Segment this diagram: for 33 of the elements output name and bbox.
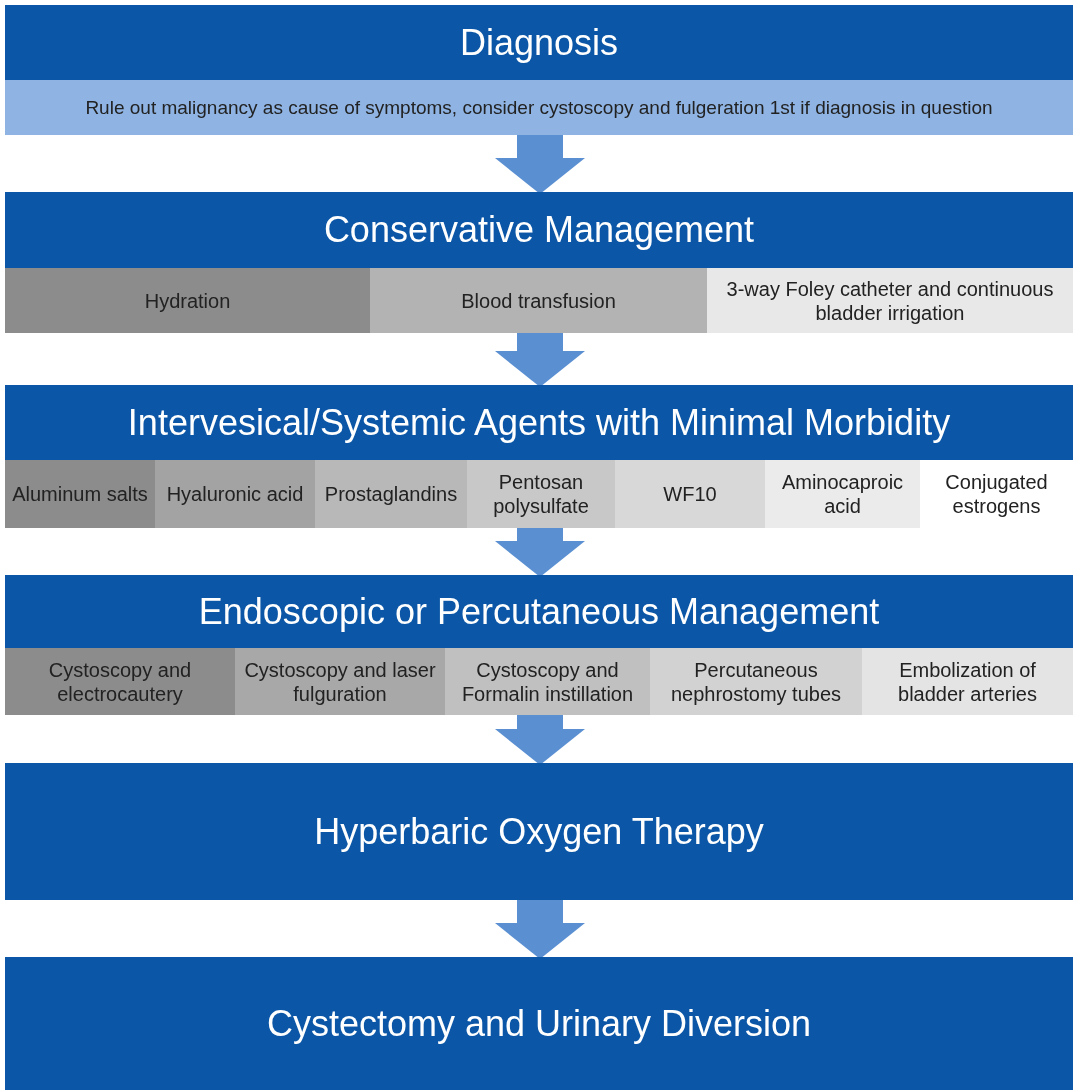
stage-heading: Diagnosis bbox=[459, 21, 619, 64]
stage-heading: Hyperbaric Oxygen Therapy bbox=[314, 810, 764, 853]
stage-band bbox=[5, 575, 1073, 715]
stage-band bbox=[5, 5, 1073, 135]
stage-heading: Endoscopic or Percutaneous Management bbox=[198, 590, 880, 633]
treatment-option: Embolization of bladder arteries bbox=[862, 648, 1073, 715]
stage-band bbox=[5, 763, 1073, 900]
treatment-option: Blood transfusion bbox=[370, 268, 707, 333]
stage-heading: Intervesical/Systemic Agents with Minimal Morbidity bbox=[127, 401, 951, 444]
stage-heading: Cystectomy and Urinary Diversion bbox=[266, 1002, 812, 1045]
treatment-option: 3-way Foley catheter and continuous bladder irrigation bbox=[707, 268, 1073, 333]
stage-band bbox=[5, 385, 1073, 528]
treatment-option: Cystoscopy and Formalin instillation bbox=[445, 648, 650, 715]
treatment-option: WF10 bbox=[615, 460, 765, 528]
treatment-option: Cystoscopy and electrocautery bbox=[5, 648, 235, 715]
stage-band bbox=[5, 957, 1073, 1090]
treatment-option: Aluminum salts bbox=[5, 460, 155, 528]
treatment-option: Cystoscopy and laser fulguration bbox=[235, 648, 445, 715]
down-arrow bbox=[495, 135, 585, 194]
treatment-option: Pentosan polysulfate bbox=[467, 460, 615, 528]
treatment-option: Hyaluronic acid bbox=[155, 460, 315, 528]
treatment-option: Percutaneous nephrostomy tubes bbox=[650, 648, 862, 715]
treatment-option: Aminocaproic acid bbox=[765, 460, 920, 528]
stage-heading: Conservative Management bbox=[323, 209, 755, 251]
down-arrow bbox=[495, 333, 585, 387]
treatment-option: Conjugated estrogens bbox=[920, 460, 1073, 528]
down-arrow bbox=[495, 715, 585, 765]
treatment-option: Prostaglandins bbox=[315, 460, 467, 528]
down-arrow bbox=[495, 900, 585, 959]
down-arrow bbox=[495, 528, 585, 577]
treatment-option: Hydration bbox=[5, 268, 370, 333]
stage-band bbox=[5, 192, 1073, 333]
treatment-option: Rule out malignancy as cause of symptoms, consider cystoscopy and fulgeration 1st if diagnosis in question bbox=[5, 80, 1073, 135]
